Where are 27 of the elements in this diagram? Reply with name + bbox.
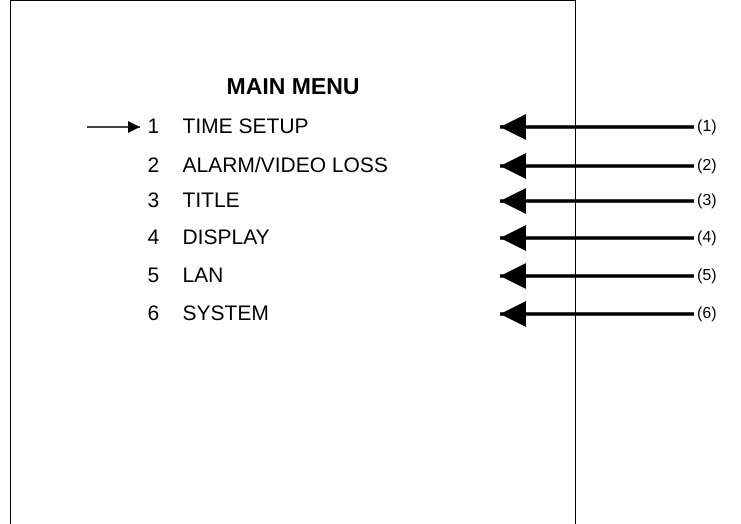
menu-item-label: TIME SETUP xyxy=(182,114,309,138)
menu-number: 5 xyxy=(148,264,160,288)
menu-item-label: TITLE xyxy=(182,188,240,212)
menu-number: 2 xyxy=(148,154,160,178)
arrow xyxy=(500,188,694,214)
arrow xyxy=(500,114,694,140)
menu-item-label: SYSTEM xyxy=(182,302,269,326)
menu-number: 4 xyxy=(148,226,160,250)
callout-number: (6) xyxy=(697,305,717,323)
arrow xyxy=(500,263,694,289)
menu-item-label: ALARM/VIDEO LOSS xyxy=(182,154,388,178)
menu-number: 1 xyxy=(148,114,160,138)
pointer-arrow xyxy=(87,121,140,133)
callout-number: (1) xyxy=(697,118,717,136)
arrow xyxy=(500,153,694,179)
menu-title: MAIN MENU xyxy=(226,73,360,100)
screen-panel xyxy=(10,0,576,524)
callout-number: (4) xyxy=(697,229,717,247)
callout-number: (3) xyxy=(697,192,717,210)
menu-item-label: LAN xyxy=(182,264,224,288)
callout-number: (5) xyxy=(697,267,717,285)
arrow xyxy=(500,301,694,327)
callout-number: (2) xyxy=(697,157,717,175)
menu-number: 6 xyxy=(148,302,160,326)
arrow xyxy=(500,225,694,251)
menu-item-label: DISPLAY xyxy=(182,226,270,250)
menu-number: 3 xyxy=(148,188,160,212)
